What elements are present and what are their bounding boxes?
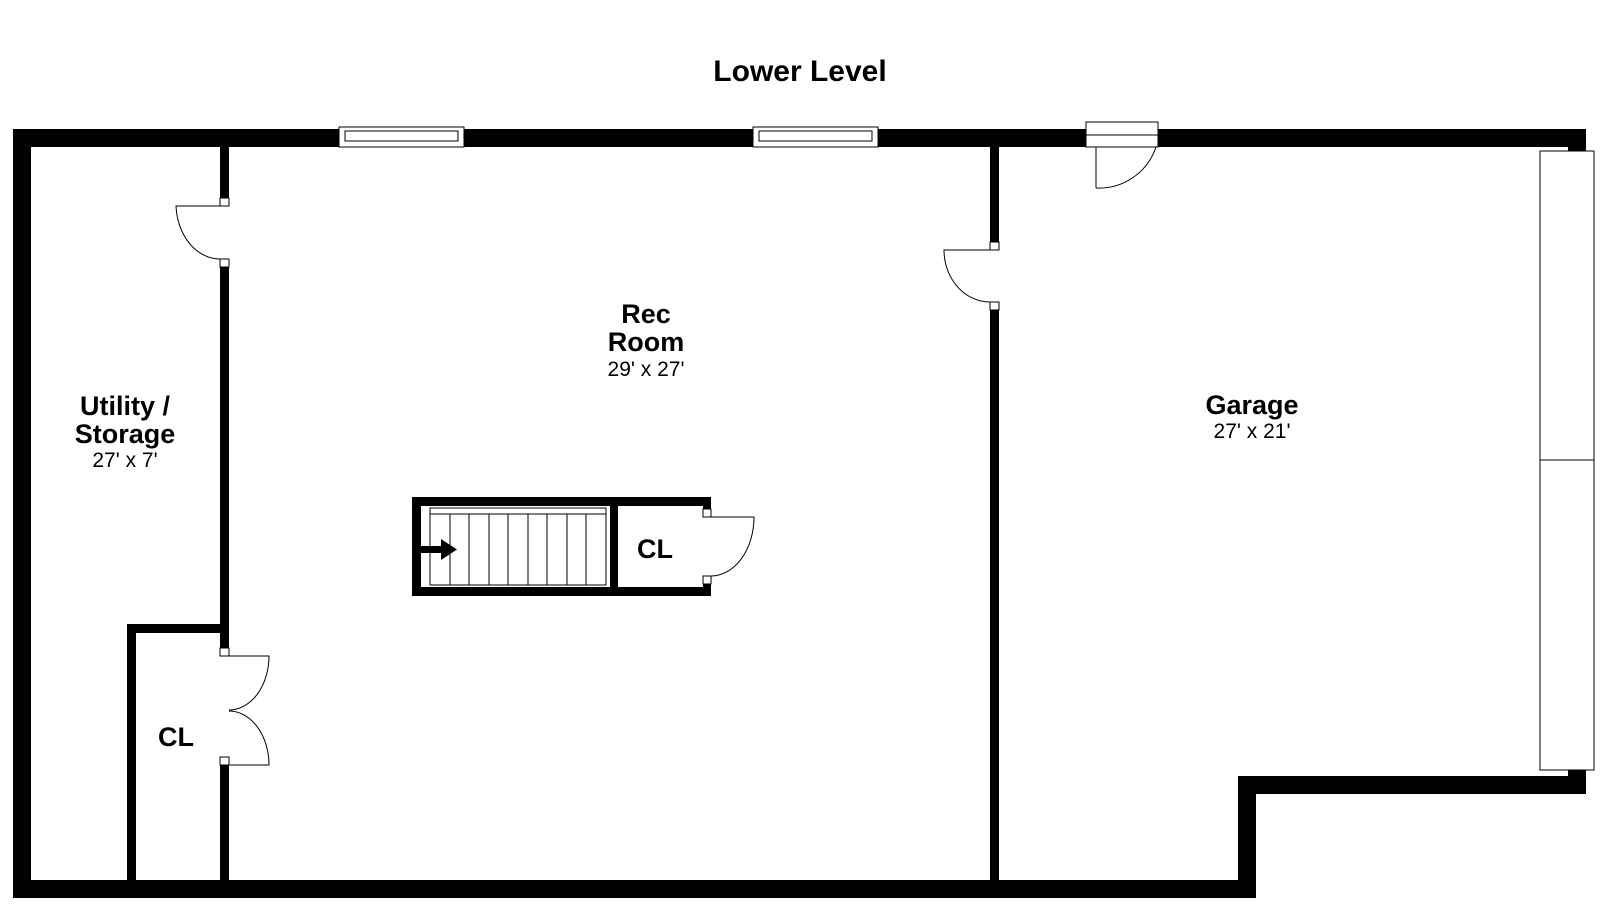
arrow-right-icon	[421, 539, 457, 560]
room-closet-utility: CL	[158, 722, 194, 752]
interior-walls	[127, 147, 999, 880]
door-garage	[943, 241, 1000, 311]
room-utility-storage: Utility / Storage 27' x 7'	[75, 391, 176, 472]
staircase	[429, 507, 607, 586]
room-name: CL	[158, 722, 194, 752]
room-dimensions: 27' x 7'	[92, 449, 157, 472]
room-name-line1: Utility /	[80, 391, 171, 421]
door-utility	[175, 197, 230, 268]
window-right	[752, 126, 879, 148]
garage-overhead-door	[1539, 150, 1595, 771]
room-rec-room: Rec Room 29' x 27'	[608, 299, 685, 381]
room-dimensions: 29' x 27'	[608, 358, 685, 381]
door-utility-closet	[219, 647, 270, 766]
room-name: CL	[637, 534, 673, 564]
exterior-walls	[13, 129, 1586, 898]
room-name-line2: Room	[608, 327, 685, 357]
plan-title: Lower Level	[713, 55, 886, 88]
door-garage-exterior	[1085, 121, 1159, 189]
door-stair-closet	[702, 508, 755, 585]
room-name-line2: Storage	[75, 419, 176, 449]
window-left	[338, 126, 465, 148]
room-name-line1: Rec	[621, 299, 671, 329]
room-name: Garage	[1205, 390, 1298, 420]
room-dimensions: 27' x 21'	[1214, 420, 1291, 443]
room-closet-stair: CL	[637, 534, 673, 564]
room-garage: Garage 27' x 21'	[1205, 390, 1298, 443]
